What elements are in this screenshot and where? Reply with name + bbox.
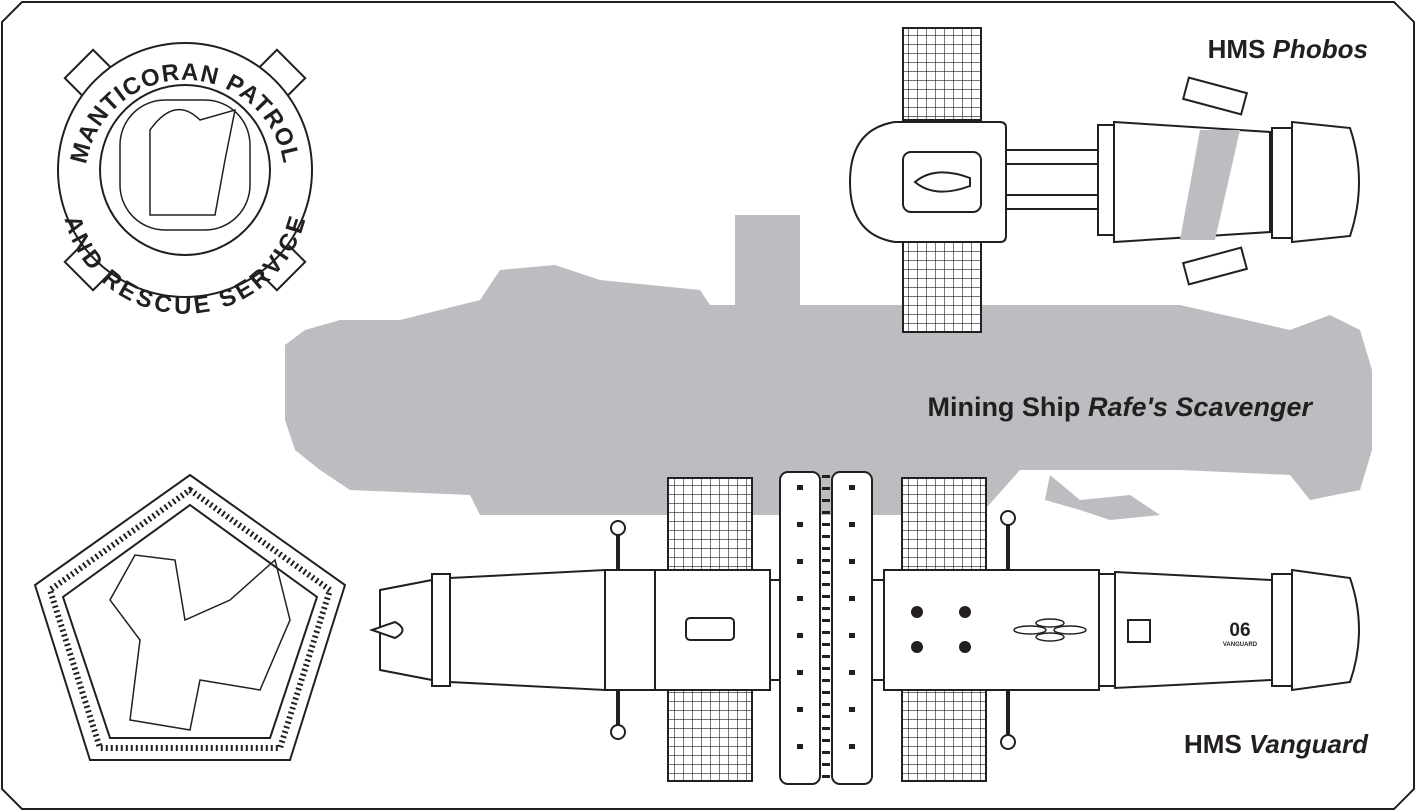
hms-vanguard-ship: 06 VANGUARD HMS Vanguard xyxy=(368,471,1369,785)
hms-phobos-ship: HMS Phobos xyxy=(848,27,1368,333)
lion-pentagon-crest xyxy=(33,473,347,761)
hull-number: 06 xyxy=(1229,620,1250,641)
mining-ship-label: Mining Ship Rafe's Scavenger xyxy=(927,392,1313,422)
hull-name: VANGUARD xyxy=(1223,642,1258,648)
patrol-rescue-emblem: MANTICORAN PATROL AND RESCUE SERVICE xyxy=(57,42,313,320)
phobos-label: HMS Phobos xyxy=(1208,34,1368,64)
mining-ship-silhouette xyxy=(285,215,1372,520)
vanguard-label: HMS Vanguard xyxy=(1184,729,1369,759)
